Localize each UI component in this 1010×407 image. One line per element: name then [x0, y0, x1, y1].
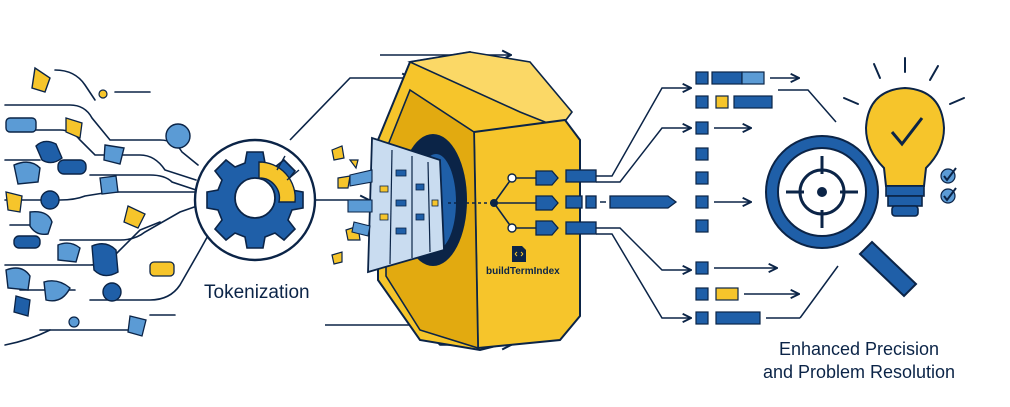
output-streams [565, 88, 690, 318]
tokenization-label: Tokenization [204, 282, 310, 303]
sorted-token-rows [695, 71, 839, 325]
outcome-label: Enhanced Precision and Problem Resolutio… [740, 338, 978, 384]
file-code-icon [512, 246, 526, 262]
outcome-label-line1: Enhanced Precision [778, 339, 940, 359]
gear-icon [193, 138, 317, 262]
lightbulb-icon [843, 57, 965, 217]
magnifier-target-icon [765, 135, 918, 298]
circuit-lines [4, 69, 211, 346]
token-blobs [5, 66, 191, 337]
raw-text-fragments [4, 66, 211, 346]
index-tree [448, 170, 559, 262]
build-term-index-label: buildTermIndex [486, 266, 560, 277]
filter-screen-icon [347, 136, 445, 274]
checkmark-icon [940, 167, 957, 204]
outcome-label-line2: and Problem Resolution [762, 362, 956, 382]
